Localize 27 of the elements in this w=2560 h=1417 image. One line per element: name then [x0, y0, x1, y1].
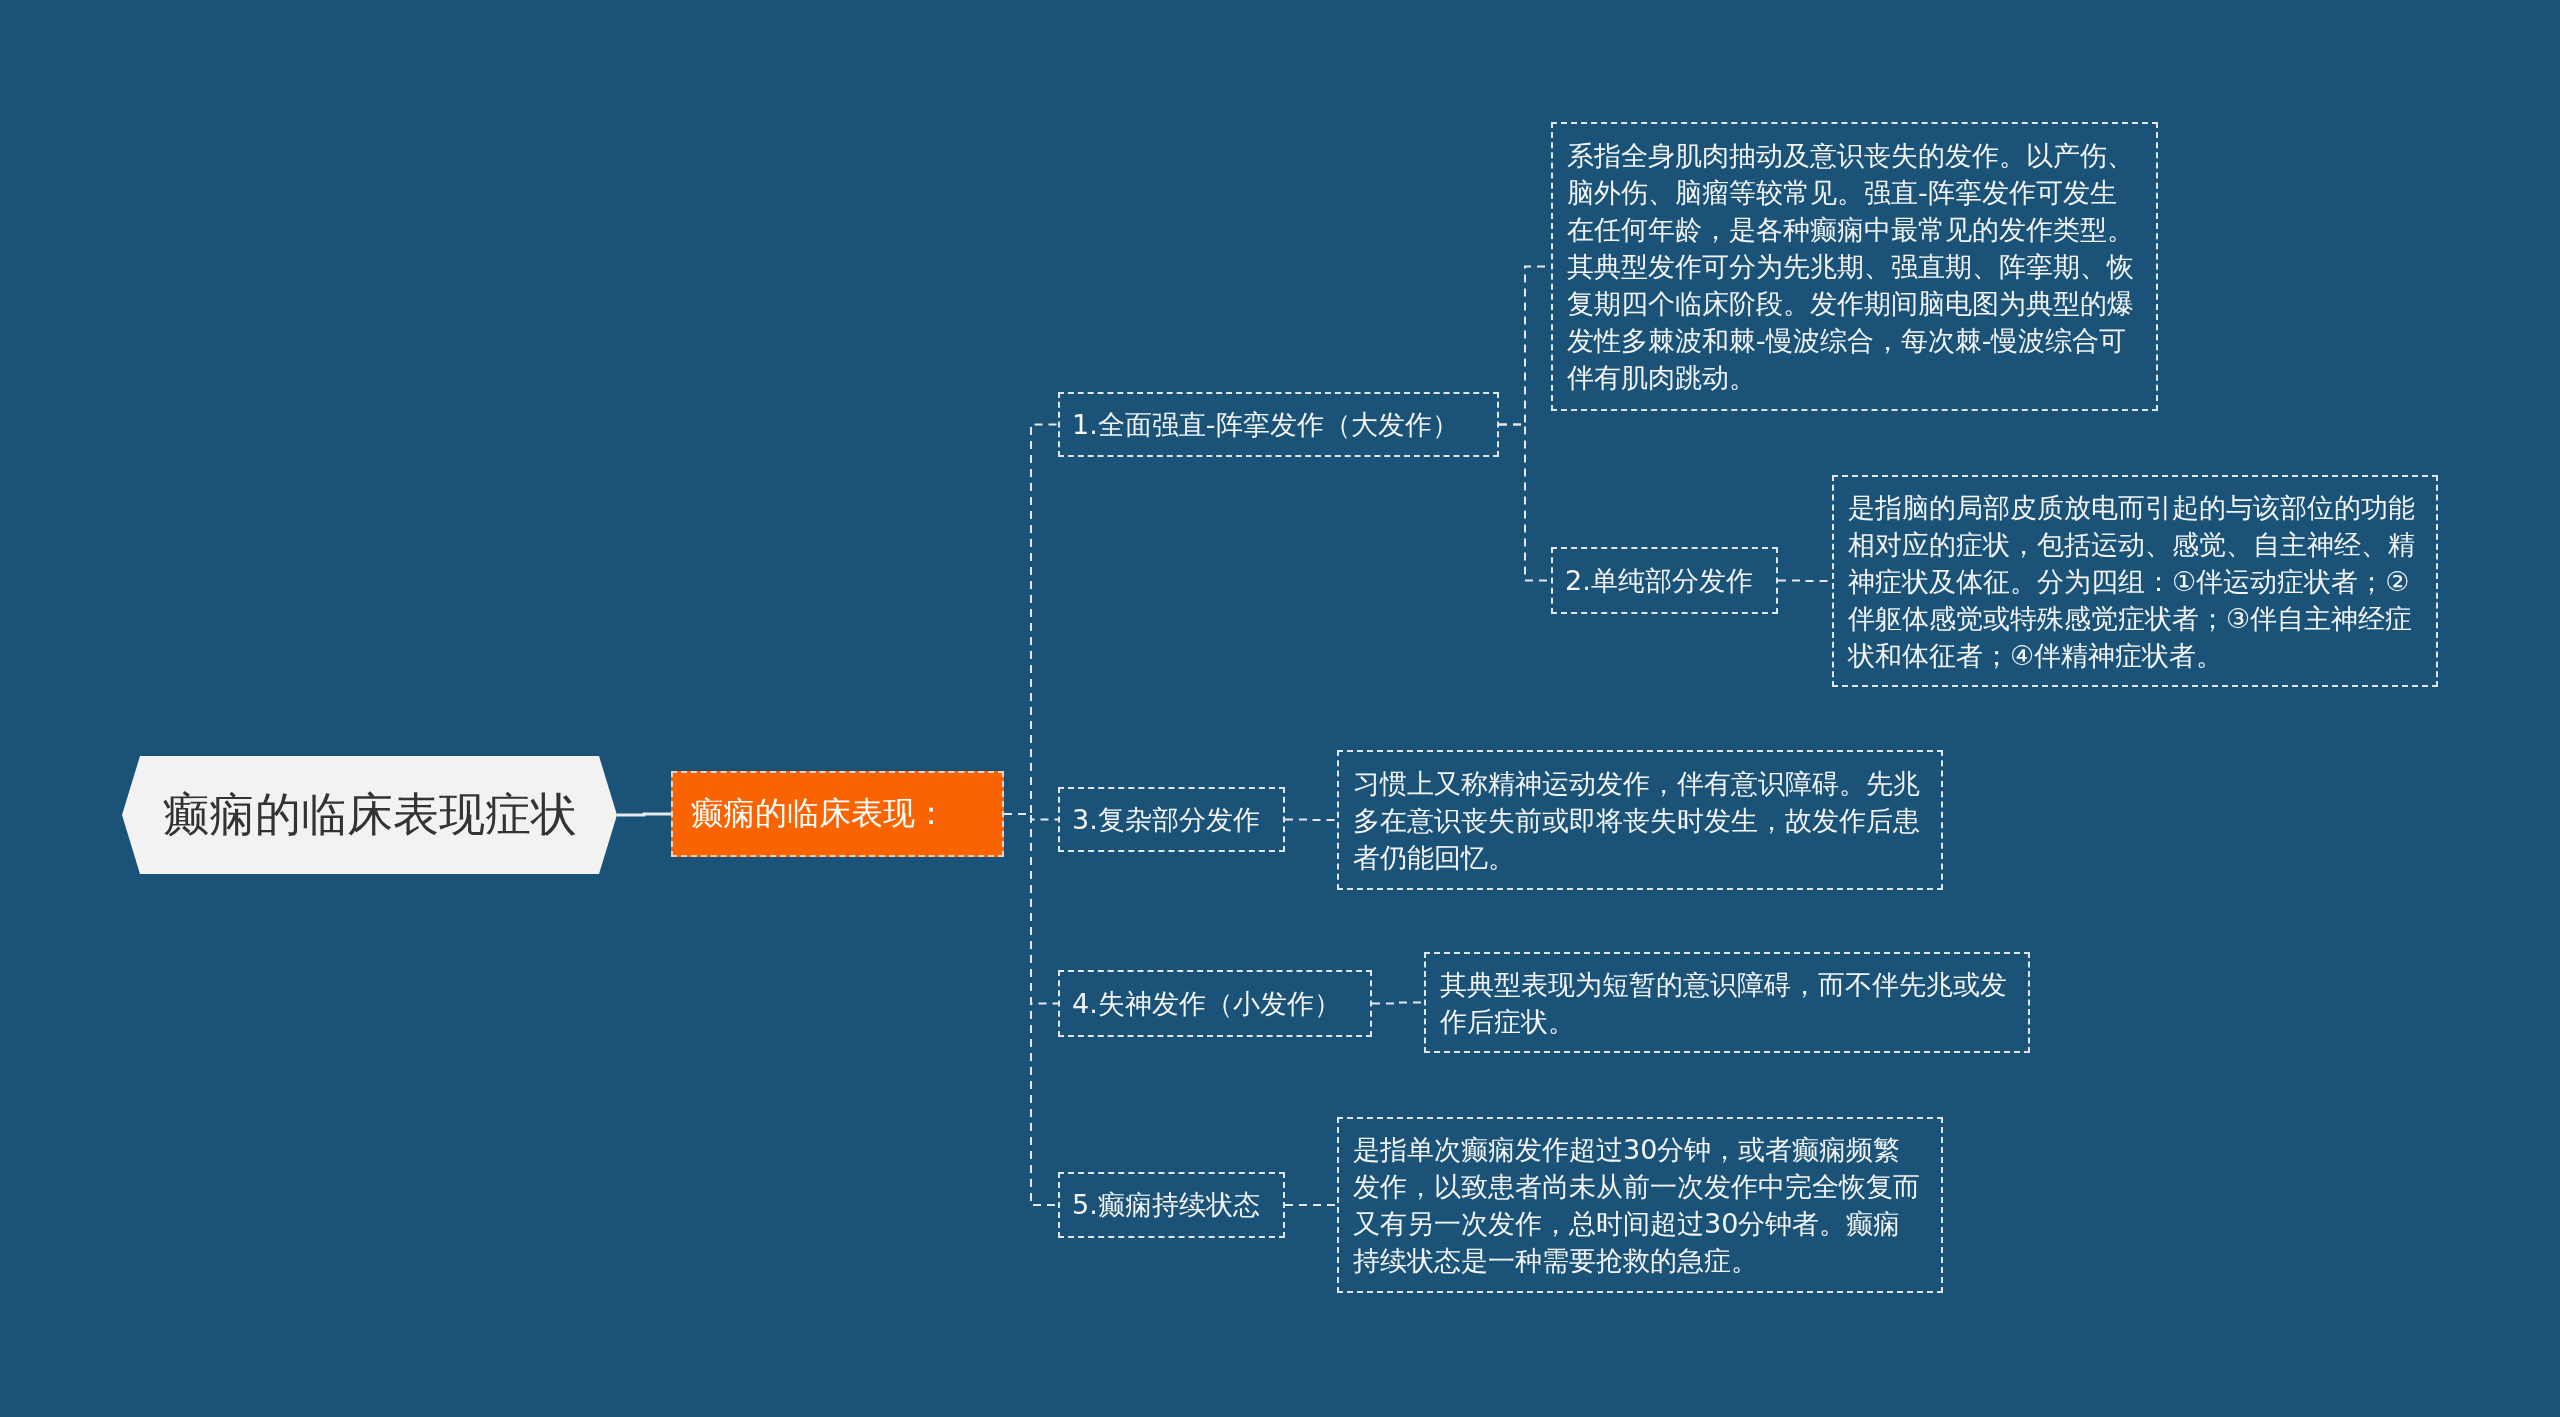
- node-text: 1.全面强直-阵挛发作（大发作）: [1072, 407, 1459, 442]
- node-text: 2.单纯部分发作: [1565, 563, 1753, 598]
- description-box: [1424, 952, 2030, 1053]
- node-text: 习惯上又称精神运动发作，伴有意识障碍。先兆多在意识丧失前或即将丧失时发生，故发作后患者仍能回忆。: [1353, 766, 1921, 875]
- connector-line: [1284, 818, 1338, 821]
- connector-line: [1284, 1204, 1338, 1206]
- description-box: [1337, 750, 1943, 890]
- node-text: 是指单次癫痫发作超过30分钟，或者癫痫频繁发作，以致患者尚未从前一次发作中完全恢复而又有另一次发作，总时间超过30分钟者。癫痫持续状态是一种需要抢救的急症。: [1353, 1133, 1921, 1278]
- node-text: 系指全身肌肉抽动及意识丧失的发作。以产伤、脑外伤、脑瘤等较常见。强直-阵挛发作可发生在任何年龄，是各种癫痫中最常见的发作类型。其典型发作可分为先兆期、强直期、阵挛期、恢复期四个临床阶段。发作期间脑电图为典型的爆发性多棘波和棘-慢波综合，每次棘-慢波综合可伴有肌肉跳动。: [1567, 139, 2135, 395]
- node-text: 3.复杂部分发作: [1072, 802, 1260, 837]
- connector-line: [617, 812, 671, 817]
- node-text: 癫痫的临床表现：: [691, 793, 947, 834]
- description-box: [1337, 1117, 1943, 1293]
- description-box: [1551, 122, 2158, 411]
- description-box: [1832, 475, 2438, 687]
- topic-box: [1058, 970, 1372, 1037]
- main-branch-box: [671, 771, 1004, 857]
- node-text: 4.失神发作（小发作）: [1072, 986, 1341, 1021]
- topic-box: [1058, 392, 1499, 457]
- node-text: 5.癫痫持续状态: [1072, 1188, 1260, 1222]
- topic-box: [1058, 787, 1285, 852]
- topic-box: [1551, 547, 1778, 614]
- node-text: 是指脑的局部皮质放电而引起的与该部位的功能相对应的症状，包括运动、感觉、自主神经、精神症状及体征。分为四组：①伴运动症状者；②伴躯体感觉或特殊感觉症状者；③伴自主神经症状和体征者；④伴精神症状者。: [1848, 490, 2416, 673]
- node-text: 其典型表现为短暂的意识障碍，而不伴先兆或发作后症状。: [1440, 967, 2008, 1039]
- central-topic: [122, 756, 617, 874]
- topic-box: [1058, 1172, 1285, 1238]
- node-text: 癫痫的临床表现症状: [162, 786, 577, 843]
